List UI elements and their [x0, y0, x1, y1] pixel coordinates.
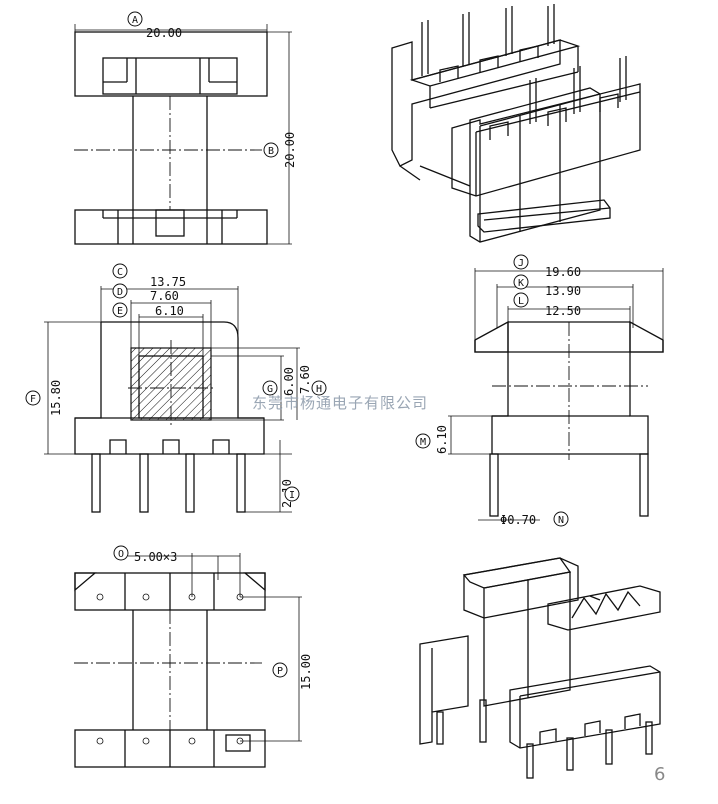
callout-K	[513, 274, 529, 290]
callout-F-label: F	[30, 394, 36, 405]
callout-E-label: E	[117, 306, 123, 317]
dim-F-value: 15.80	[49, 380, 63, 416]
callout-N-label: N	[558, 515, 564, 526]
callout-E	[112, 302, 128, 318]
callout-I	[284, 486, 300, 502]
dim-G-value: 6.00	[282, 367, 296, 396]
callout-I-label: I	[289, 490, 295, 501]
callout-M	[415, 433, 431, 449]
callout-P-label: P	[277, 666, 283, 677]
callout-O-label: O	[118, 549, 124, 560]
callout-A	[127, 11, 143, 27]
front-view: 19.60 J 13.90 K 12.50 L 6.10 M Φ0.70 N	[415, 254, 664, 527]
top-view: 20.00 A 20.00 B	[74, 11, 297, 245]
bottom-view: O 5.00×3 15.00 P	[74, 545, 313, 768]
dim-O-value: 5.00×3	[134, 550, 177, 564]
dim-K-value: 13.90	[545, 284, 581, 298]
callout-L-label: L	[518, 296, 524, 307]
callout-P	[272, 662, 288, 678]
dim-A-value: 20.00	[146, 26, 182, 40]
dim-P-value: 15.00	[299, 654, 313, 690]
isometric-top-view	[391, 4, 641, 243]
callout-H	[311, 380, 327, 396]
isometric-bottom-view	[419, 557, 661, 779]
dim-J-value: 19.60	[545, 265, 581, 279]
side-view: 13.75 C 7.60 D 6.10 E 15.80 F 6.00 G 7.6…	[25, 263, 327, 513]
callout-M-label: M	[420, 437, 426, 448]
callout-G-label: G	[267, 384, 273, 395]
callout-G	[262, 380, 278, 396]
callout-D-label: D	[117, 287, 123, 298]
dim-M-value: 6.10	[435, 425, 449, 454]
callout-O	[113, 545, 129, 561]
callout-F	[25, 390, 41, 406]
dim-C-value: 13.75	[150, 275, 186, 289]
callout-D	[112, 283, 128, 299]
callout-J-label: J	[518, 258, 524, 269]
callout-B	[263, 142, 279, 158]
callout-N	[553, 511, 569, 527]
dim-E-value: 6.10	[155, 304, 184, 318]
callout-B-label: B	[268, 146, 274, 157]
dim-D-value: 7.60	[150, 289, 179, 303]
callout-H-label: H	[316, 384, 322, 395]
watermark: 东莞市杨通电子有限公司	[252, 394, 428, 412]
callout-L	[513, 292, 529, 308]
dim-L-value: 12.50	[545, 304, 581, 318]
dim-B-value: 20.00	[283, 132, 297, 168]
dim-H-value: 7.60	[298, 365, 312, 394]
callout-J	[513, 254, 529, 270]
callout-C	[112, 263, 128, 279]
callout-K-label: K	[518, 278, 524, 289]
page-number: 6	[654, 764, 665, 785]
callout-A-label: A	[132, 15, 138, 26]
dim-N-value: Φ0.70	[500, 513, 536, 527]
callout-C-label: C	[117, 267, 123, 278]
